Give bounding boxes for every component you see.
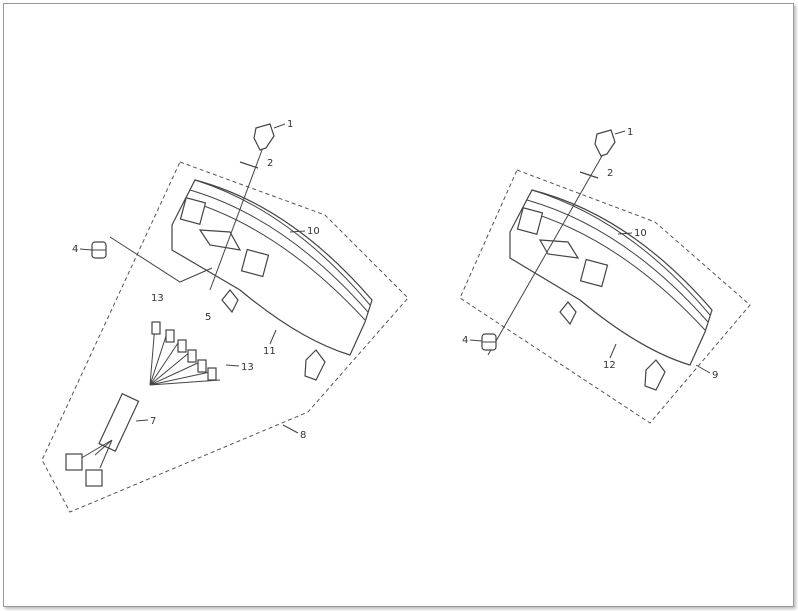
image-border [3, 3, 794, 607]
label-10: 10 [634, 228, 647, 239]
label-8: 8 [300, 430, 306, 441]
label-2: 2 [607, 168, 613, 179]
washer-part-2 [239, 161, 259, 169]
assembly-boundary-8 [41, 161, 409, 513]
label-1: 1 [287, 119, 293, 130]
label-9: 9 [712, 370, 718, 381]
label-13-bottom: 13 [241, 362, 254, 373]
label-10: 10 [307, 226, 320, 237]
assembly-boundary-9 [459, 169, 751, 424]
label-7: 7 [150, 416, 156, 427]
screw-part-1 [594, 129, 616, 157]
wire-harness [65, 321, 221, 487]
screw-part-1 [253, 123, 275, 151]
label-4: 4 [462, 335, 468, 346]
label-1: 1 [627, 127, 633, 138]
washer-part-2 [579, 171, 599, 179]
meter-body-right [509, 189, 713, 391]
label-2: 2 [267, 158, 273, 169]
label-4: 4 [72, 244, 78, 255]
label-5: 5 [205, 312, 211, 323]
left-assembly: 1 2 10 4 13 5 11 13 7 8 [41, 119, 409, 513]
right-assembly: 1 2 10 4 12 9 [459, 127, 751, 424]
label-11: 11 [263, 346, 276, 357]
label-12: 12 [603, 360, 616, 371]
label-13-top: 13 [151, 293, 164, 304]
